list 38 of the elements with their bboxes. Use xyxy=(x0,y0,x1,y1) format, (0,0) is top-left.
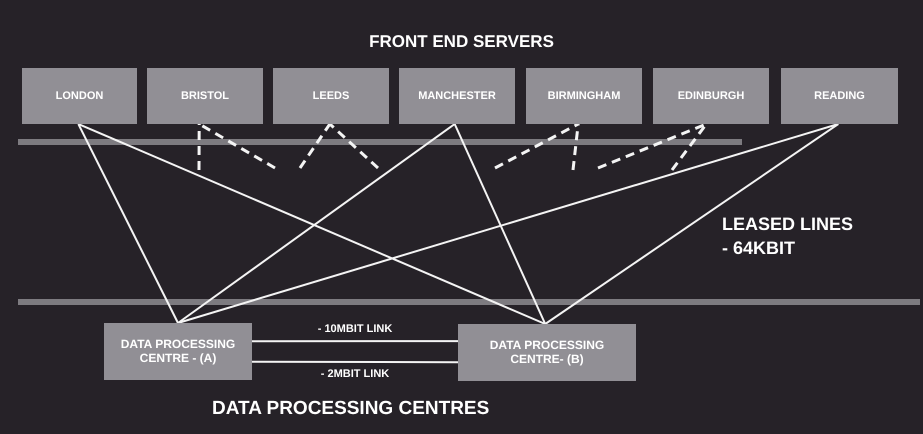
node-label: MANCHESTER xyxy=(418,90,496,102)
annotation-text: LEASED LINES xyxy=(722,214,854,235)
connector-line xyxy=(544,123,839,325)
server-box xyxy=(781,68,898,124)
dashed-line xyxy=(572,124,580,170)
dashed-line xyxy=(494,122,579,170)
connector-line xyxy=(454,124,546,324)
server-box xyxy=(273,68,389,124)
node-label: EDINBURGH xyxy=(678,90,744,102)
annotation-text: - 64KBIT xyxy=(722,238,796,259)
server-box xyxy=(22,68,137,124)
diagram-title: FRONT END SERVERS xyxy=(369,32,554,51)
connector-line xyxy=(252,360,458,364)
connector-line xyxy=(78,123,546,325)
data-centre-box xyxy=(104,323,252,380)
connector-line xyxy=(252,340,458,342)
edge-label: - 2MBIT LINK xyxy=(320,368,390,380)
connector-line xyxy=(177,123,456,324)
edge-label: - 10MBIT LINK xyxy=(316,323,394,336)
section-heading: DATA PROCESSING CENTRES xyxy=(212,398,490,420)
connector-line xyxy=(77,124,179,324)
server-box xyxy=(147,68,263,124)
node-label: DATA PROCESSING CENTRE - (A) xyxy=(120,338,236,366)
node-label: DATA PROCESSING CENTRE- (B) xyxy=(488,338,606,366)
connector-line xyxy=(178,123,839,324)
server-box xyxy=(653,68,769,124)
server-box xyxy=(526,68,642,124)
dashed-line xyxy=(298,123,332,169)
dashed-line xyxy=(198,124,201,170)
node-label: LEEDS xyxy=(312,90,350,102)
node-label: LONDON xyxy=(56,90,104,102)
node-label: BRISTOL xyxy=(180,90,230,102)
dashed-line xyxy=(328,122,380,170)
data-centre-box xyxy=(458,324,636,381)
dashed-line xyxy=(597,122,707,170)
node-label: BIRMINGHAM xyxy=(548,90,620,102)
node-label: READING xyxy=(814,90,865,102)
server-box xyxy=(399,68,515,124)
